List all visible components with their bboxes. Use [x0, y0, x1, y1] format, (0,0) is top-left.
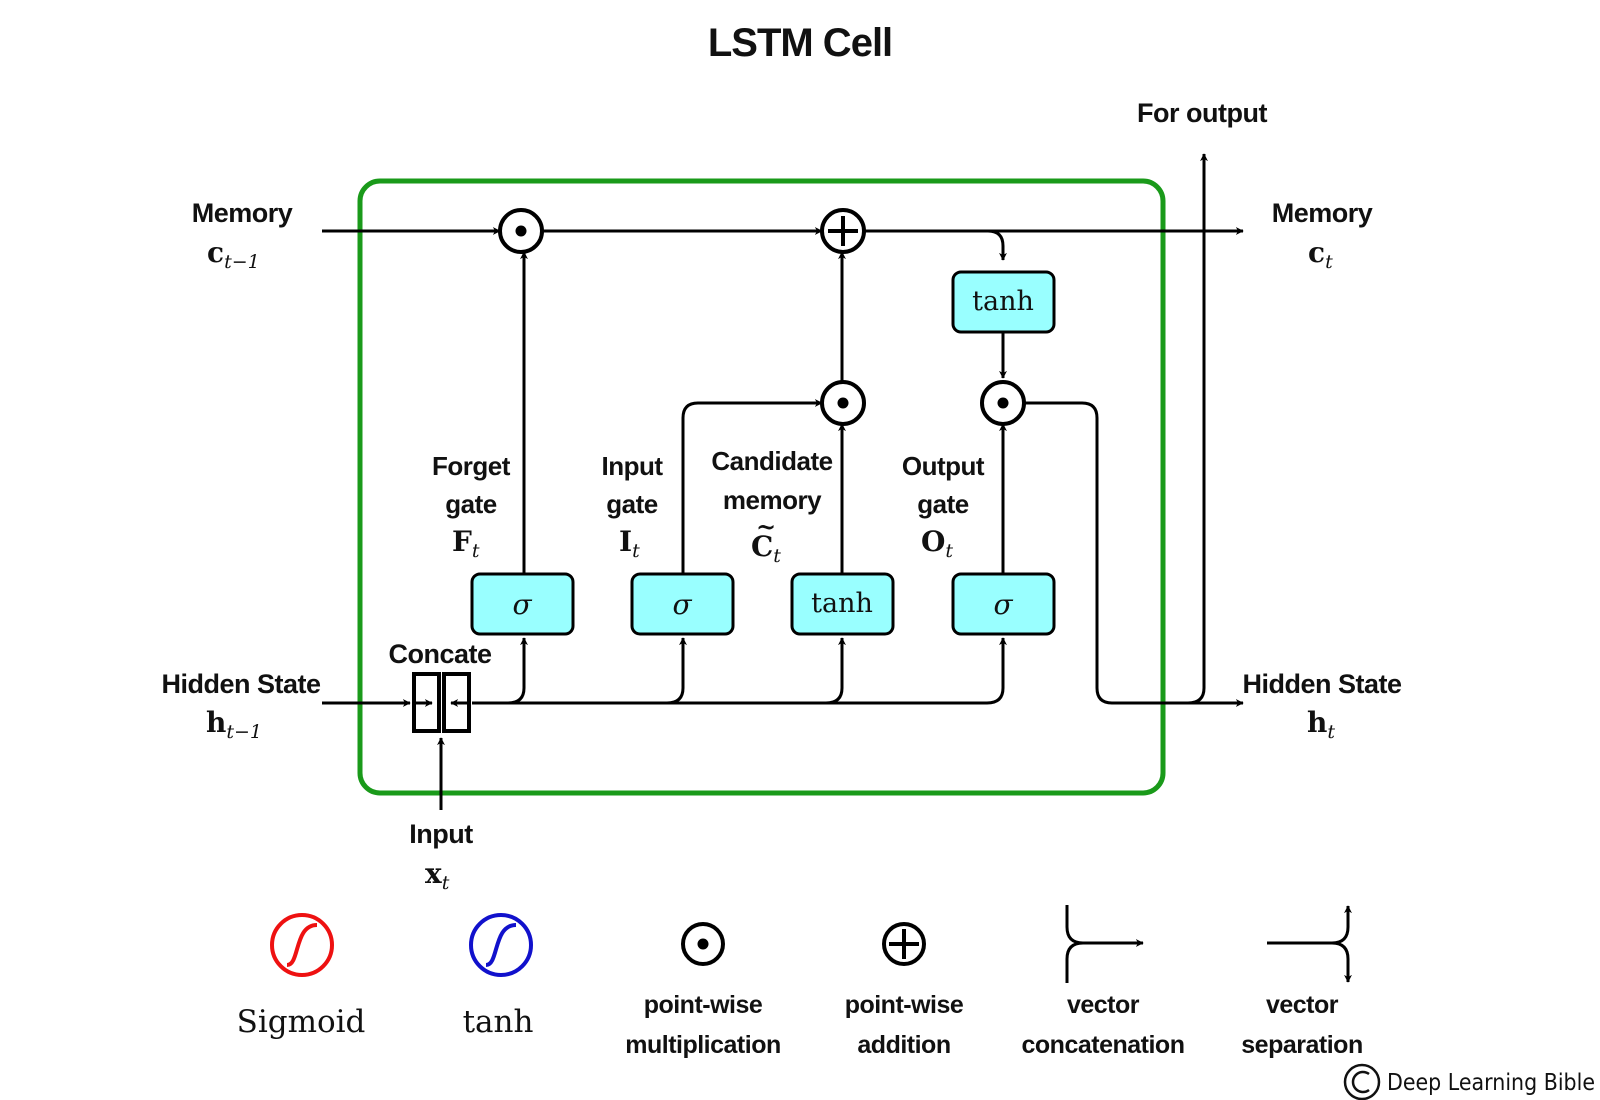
- sigmoid-icon: [270, 913, 334, 977]
- legend-add-line2: addition: [857, 1031, 950, 1059]
- legend-sep-line1: vector: [1266, 991, 1339, 1019]
- op-input-mult: [820, 380, 866, 426]
- legend-sep-line2: separation: [1241, 1031, 1362, 1059]
- op-memory-add: [820, 208, 866, 254]
- svg-text:Forget: Forget: [432, 451, 511, 481]
- svg-text:Ct: Ct: [751, 530, 781, 567]
- legend-concat-line1: vector: [1067, 991, 1140, 1019]
- svg-text:tanh: tanh: [811, 588, 873, 619]
- bus-to-input: [508, 637, 687, 705]
- add-icon: [882, 922, 926, 966]
- hidden-in-label: Hidden State: [161, 669, 321, 699]
- diagram-title: LSTM Cell: [708, 21, 892, 65]
- input-label: Input: [409, 819, 473, 849]
- svg-text:~: ~: [756, 512, 776, 541]
- legend-sigmoid-label: Sigmoid: [237, 1004, 366, 1040]
- hidden-out-wire: [1024, 401, 1244, 707]
- input-symbol: xt: [425, 857, 450, 894]
- for-output-wire: [1187, 153, 1208, 705]
- memory-tanh-box: tanh: [951, 270, 1056, 334]
- hidden-in-symbol: ht−1: [206, 706, 262, 743]
- multiply-icon: [681, 922, 725, 966]
- svg-text:gate: gate: [606, 489, 658, 519]
- memory-out-label: Memory: [1272, 198, 1373, 228]
- watermark: Deep Learning Bible: [1343, 1063, 1595, 1100]
- memory-to-tanh-wire: [987, 229, 1007, 261]
- candidate-memory-label: Candidate memory ~ Ct: [711, 446, 833, 567]
- concate-label: Concate: [388, 639, 492, 669]
- legend-tanh-label: tanh: [463, 1004, 534, 1040]
- svg-text:Input: Input: [601, 451, 663, 481]
- output-gate-label: Output gate Ot: [902, 451, 986, 562]
- memory-in-label: Memory: [192, 198, 293, 228]
- input-to-mult-wire: [681, 399, 823, 573]
- svg-text:It: It: [619, 525, 640, 562]
- candidate-tanh-box: tanh: [790, 572, 895, 636]
- memory-in-symbol: ct−1: [207, 236, 260, 273]
- legend-mult-line1: point-wise: [644, 991, 763, 1019]
- separation-icon: [1267, 905, 1352, 983]
- svg-text:σ: σ: [993, 588, 1013, 621]
- svg-text:σ: σ: [672, 588, 692, 621]
- concatenation-icon: [1065, 905, 1144, 983]
- cell-border: [357, 178, 1166, 796]
- legend: Sigmoid tanh point-wise multiplication p…: [237, 905, 1363, 1059]
- svg-text:tanh: tanh: [972, 286, 1034, 317]
- memory-out-symbol: ct: [1308, 236, 1333, 273]
- op-forget-mult: [498, 208, 544, 254]
- wires: [322, 153, 1244, 810]
- tanh-icon: [469, 913, 533, 977]
- svg-text:σ: σ: [512, 588, 532, 621]
- svg-text:Ft: Ft: [452, 525, 480, 562]
- concat-icon: [412, 672, 471, 733]
- output-sigma-box: σ: [951, 572, 1056, 636]
- legend-mult-line2: multiplication: [625, 1031, 781, 1059]
- bus-to-output: [826, 637, 1007, 705]
- svg-text:memory: memory: [723, 485, 822, 515]
- watermark-text: Deep Learning Bible: [1387, 1070, 1595, 1096]
- svg-text:gate: gate: [917, 489, 969, 519]
- svg-text:gate: gate: [445, 489, 497, 519]
- hidden-out-symbol: ht: [1307, 706, 1335, 743]
- op-output-mult: [980, 380, 1026, 426]
- bus-to-candidate: [667, 637, 846, 705]
- svg-text:Output: Output: [902, 451, 985, 481]
- forget-gate-label: Forget gate Ft: [432, 451, 511, 562]
- for-output-label: For output: [1137, 98, 1267, 128]
- svg-text:Ot: Ot: [921, 525, 953, 562]
- forget-sigma-box: σ: [470, 572, 575, 636]
- input-sigma-box: σ: [630, 572, 735, 636]
- legend-add-line1: point-wise: [845, 991, 964, 1019]
- input-gate-label: Input gate It: [601, 451, 663, 562]
- svg-text:Candidate: Candidate: [711, 446, 832, 476]
- legend-concat-line2: concatenation: [1022, 1031, 1185, 1059]
- hidden-out-label: Hidden State: [1242, 669, 1402, 699]
- copyright-icon: [1343, 1063, 1381, 1100]
